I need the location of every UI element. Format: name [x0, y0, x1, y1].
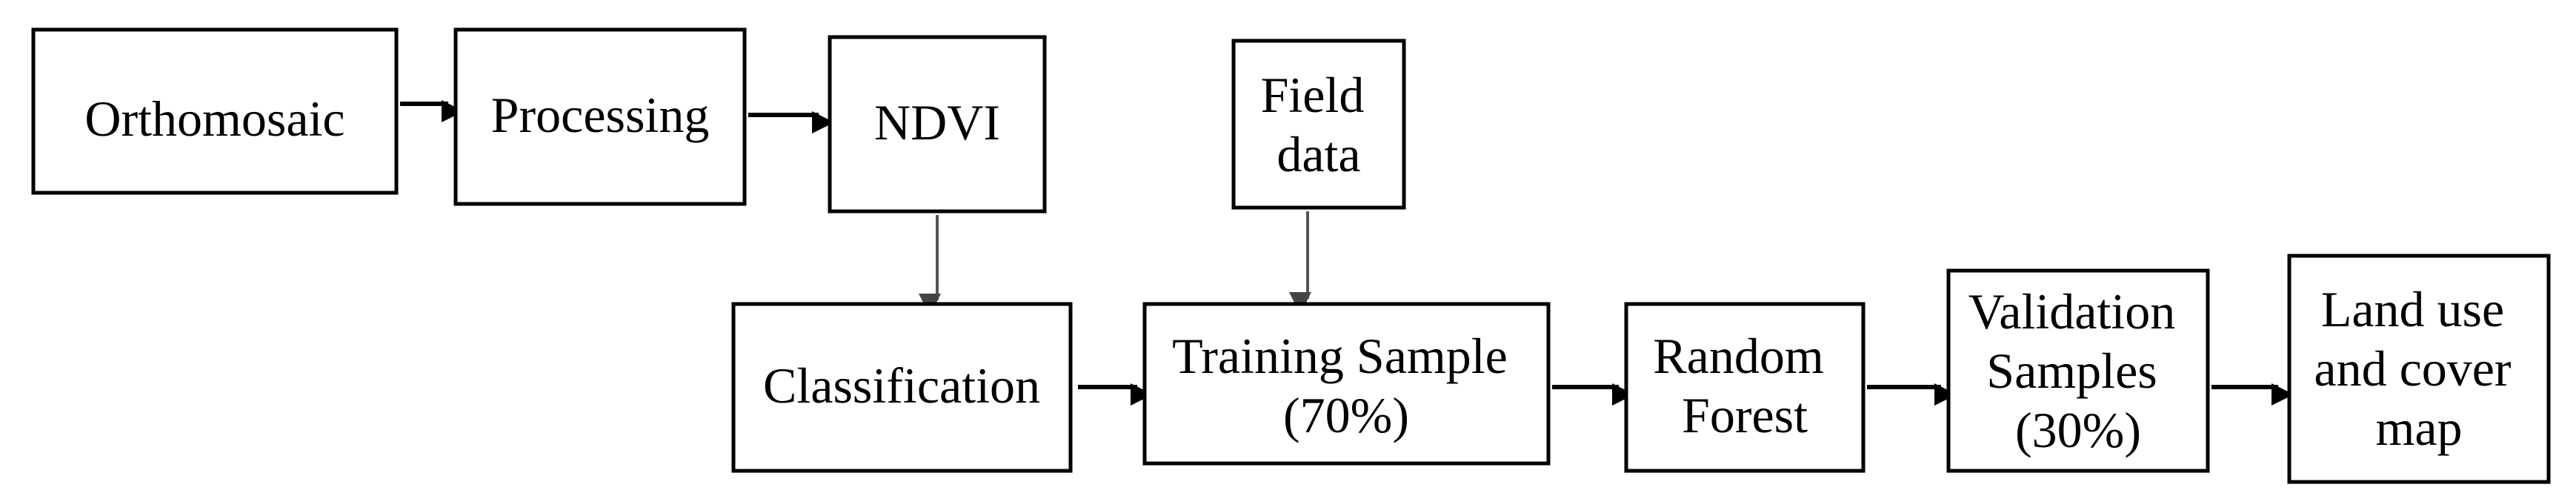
node-validation-samples: Validation Samples (30%) — [1946, 268, 2210, 473]
node-training-sample: Training Sample (70%) — [1142, 302, 1551, 466]
node-orthomosaic: Orthomosaic — [31, 27, 399, 195]
edges — [400, 100, 2294, 406]
node-processing: Processing — [453, 27, 747, 206]
node-training-sample-label: Training Sample (70%) — [1172, 328, 1520, 443]
node-random-forest-label: Random Forest — [1653, 328, 1836, 443]
node-processing-label: Processing — [491, 87, 710, 143]
node-random-forest: Random Forest — [1624, 302, 1866, 473]
node-land-use-map: Land use and cover map — [2287, 254, 2551, 484]
node-field-data-label: Field data — [1261, 67, 1377, 182]
node-validation-samples-label: Validation Samples (30%) — [1968, 283, 2189, 458]
node-classification-label: Classification — [763, 357, 1040, 414]
node-orthomosaic-label: Orthomosaic — [84, 90, 345, 147]
node-ndvi-label: NDVI — [874, 94, 1000, 151]
node-field-data: Field data — [1231, 39, 1406, 210]
node-classification: Classification — [731, 302, 1073, 473]
node-land-use-map-label: Land use and cover map — [2314, 281, 2523, 456]
node-ndvi: NDVI — [828, 35, 1047, 214]
